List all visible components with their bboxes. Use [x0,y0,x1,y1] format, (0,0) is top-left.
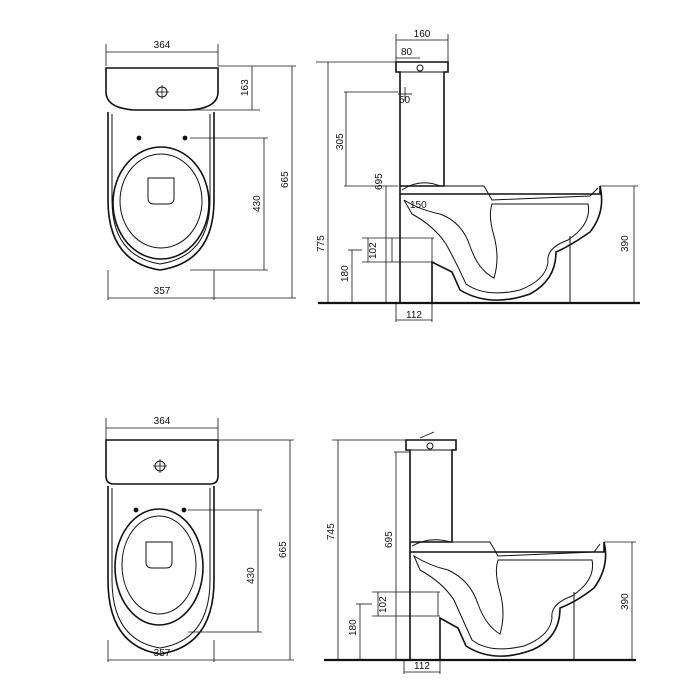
dim-outlet-offset: 150 [410,200,427,211]
dim-outlet-diameter-2: 102 [378,596,389,613]
dim-bowl-height: 390 [620,235,631,252]
dim-tank-width: 160 [414,29,431,40]
dim-seat-length-2: 430 [246,567,257,584]
side-view-2: 745 695 102 180 112 390 [324,431,636,674]
dim-seat-length: 430 [252,195,263,212]
top-view-2: 364 430 665 357 [105,416,294,662]
dim-inlet-offset: 80 [401,47,413,58]
dim-length-total: 665 [280,171,291,188]
dim-inlet-size: 50 [399,95,411,106]
dim-tank-bottom-2: 695 [384,531,395,548]
dim-width-bottom: 357 [154,286,171,297]
dim-outlet-height-2: 180 [348,619,359,636]
dim-width-top: 364 [154,40,171,51]
dim-width-top-2: 364 [154,416,171,427]
side-view-1: 160 80 50 305 775 695 [316,29,640,322]
dim-base-width-2: 112 [414,661,430,672]
dim-base-width: 112 [406,310,422,321]
dim-inlet-height: 305 [335,133,346,150]
dim-total-height: 775 [316,235,327,252]
dim-bowl-height-2: 390 [620,593,631,610]
dim-total-height-2: 745 [326,523,337,540]
dim-outlet-height: 180 [340,265,351,282]
dim-tank-depth: 163 [240,79,251,96]
dim-outlet-diameter: 102 [368,242,379,259]
dim-tank-bottom: 695 [374,173,385,190]
top-view-1: 364 163 430 665 [105,40,296,300]
dim-length-total-2: 665 [278,541,289,558]
dim-width-bottom-2: 357 [154,648,171,659]
